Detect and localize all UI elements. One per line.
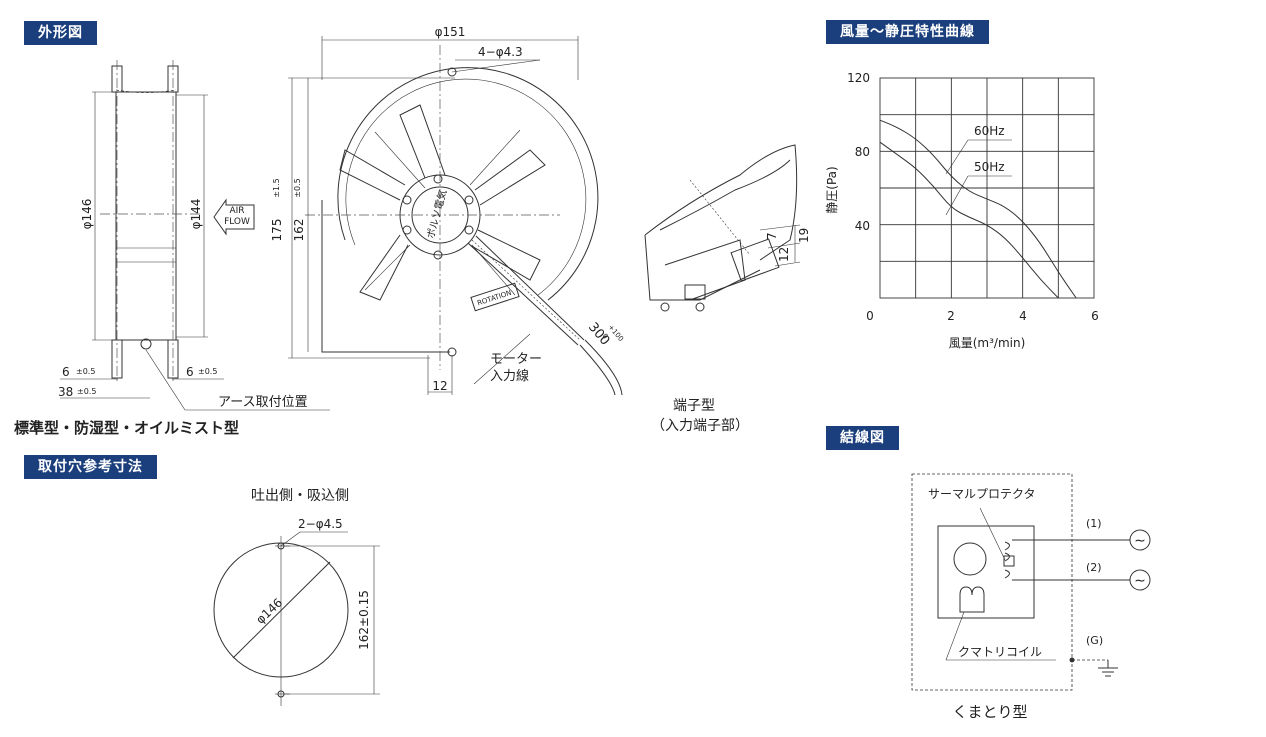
wiring-caption: くまとり型 xyxy=(952,703,1027,721)
series-label-50hz: 50Hz xyxy=(974,160,1005,174)
airflow-label-2: FLOW xyxy=(224,217,250,227)
front-view xyxy=(288,36,623,396)
mount-pitch: 162±0.15 xyxy=(357,590,371,650)
dim-front-d151: φ151 xyxy=(435,25,466,39)
section-header-wiring: 結線図 xyxy=(826,426,899,450)
dim-side-6-left: 6 xyxy=(62,365,70,379)
dim-terminal-12: 12 xyxy=(777,247,791,262)
dim-side-6-right: 6 xyxy=(186,365,194,379)
dim-front-mount-holes: 4−φ4.3 xyxy=(478,45,523,59)
label-model-types: 標準型・防湿型・オイルミスト型 xyxy=(14,419,239,437)
label-ground-position: アース取付位置 xyxy=(218,395,308,410)
label-shading-coil: クマトリコイル xyxy=(958,645,1042,659)
dim-side-6-right-tol: ±0.5 xyxy=(198,367,217,376)
mount-diagram xyxy=(213,531,380,706)
series-line-60hz xyxy=(879,119,1077,299)
mount-hole-size: 2−φ4.5 xyxy=(298,517,343,531)
mount-side-label: 吐出側・吸込側 xyxy=(251,488,349,504)
section-header-pq-curve: 風量〜静圧特性曲線 xyxy=(826,20,989,44)
section-header-outline: 外形図 xyxy=(24,21,97,45)
label-motor-input-1: モーター xyxy=(490,352,542,367)
dim-side-6-left-tol: ±0.5 xyxy=(76,367,95,376)
label-thermal-protector: サーマルプロテクタ xyxy=(928,487,1036,501)
series-label-60hz: 60Hz xyxy=(974,124,1005,138)
chart-gridlines xyxy=(880,78,1094,298)
section-header-mount-holes: 取付穴参考寸法 xyxy=(24,455,157,479)
dim-side-d146: φ146 xyxy=(80,199,94,230)
label-brand: ポルソ電気 xyxy=(424,188,449,240)
dim-terminal-7: 7 xyxy=(765,232,779,240)
dim-front-175: 175 xyxy=(270,219,284,242)
dim-front-300-tol-bottom: 0 xyxy=(600,332,609,341)
dim-side-38: 38 xyxy=(58,385,73,399)
ac-source-icon-1: ∼ xyxy=(1134,533,1146,549)
dim-side-38-tol: ±0.5 xyxy=(77,387,96,396)
label-lead-1: (1) xyxy=(1086,517,1102,530)
terminal-detail xyxy=(644,144,801,312)
dim-front-175-tol: ±1.5 xyxy=(272,178,281,197)
x-axis-label: 風量(m³/min) xyxy=(949,336,1026,350)
y-tick-120: 120 xyxy=(847,71,870,85)
y-axis-label: 静圧(Pa) xyxy=(825,166,839,213)
label-motor-input-2: 入力線 xyxy=(490,368,529,384)
label-ground-lead: (G) xyxy=(1086,634,1103,647)
dim-front-162: 162 xyxy=(292,219,306,242)
side-view xyxy=(60,60,330,411)
series-line-50hz xyxy=(879,141,1059,299)
ac-source-icon-2: ∼ xyxy=(1134,573,1146,589)
x-tick-6: 6 xyxy=(1091,309,1099,323)
dim-terminal-19: 19 xyxy=(797,228,811,243)
y-tick-80: 80 xyxy=(855,145,870,159)
dim-side-d144: φ144 xyxy=(189,199,203,230)
dim-front-12: 12 xyxy=(432,379,447,393)
label-terminal-type-1: 端子型 xyxy=(673,398,715,414)
dim-front-162-tol: ±0.5 xyxy=(293,178,302,197)
x-tick-2: 2 xyxy=(947,309,955,323)
pq-chart xyxy=(879,77,1095,299)
airflow-label-1: AIR xyxy=(229,206,244,216)
wiring-diagram xyxy=(911,473,1151,691)
y-tick-40: 40 xyxy=(855,219,870,233)
label-lead-2: (2) xyxy=(1086,561,1102,574)
x-tick-0: 0 xyxy=(866,309,874,323)
label-terminal-type-2: （入力端子部） xyxy=(651,418,749,434)
x-tick-4: 4 xyxy=(1019,309,1027,323)
